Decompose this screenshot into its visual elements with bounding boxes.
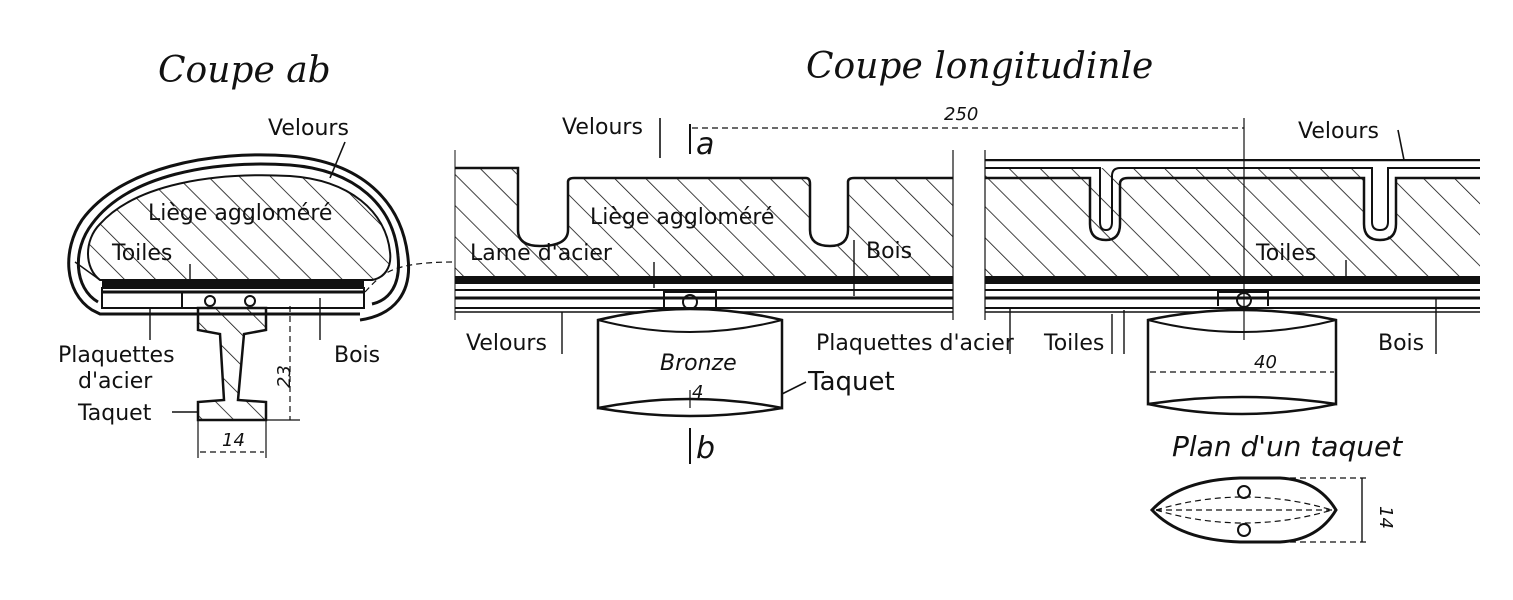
strip-left — [455, 150, 953, 313]
label-plaquettes-mid: Plaquettes d'acier — [816, 331, 1015, 356]
liege-core-left — [87, 174, 392, 281]
rivet-left-1 — [204, 295, 216, 307]
rivet-bronze — [682, 294, 698, 310]
strip-right — [985, 150, 1480, 313]
taquet-right-body — [1146, 308, 1338, 406]
plan-dash-bottom — [1155, 509, 1333, 524]
taquet-profile-left — [196, 306, 268, 422]
taquet-plan-view: Plan d'un taquet 14 — [1149, 430, 1403, 544]
title-plan: Plan d'un taquet — [1172, 430, 1403, 463]
velours-envelope-outline — [67, 153, 411, 322]
longitudinal-section-view: Coupe longitudinle — [454, 46, 1480, 466]
plan-hole-bottom — [1237, 523, 1251, 537]
taquet-bronze-top-curve — [597, 319, 783, 333]
dim-4: 4 — [692, 382, 703, 403]
plan-hole-top — [1237, 485, 1251, 499]
dim-14-left: 14 — [222, 430, 245, 451]
leader-velours-left — [329, 141, 346, 179]
leader-toiles-left — [74, 261, 101, 281]
label-lame: Lame d'acier — [470, 241, 613, 266]
label-taquet-mid: Taquet — [807, 367, 895, 397]
label-velours-mid-top: Velours — [562, 115, 643, 140]
dim-40: 40 — [1254, 352, 1277, 373]
label-section-a: a — [696, 127, 714, 162]
label-toiles-right-bottom: Toiles — [1043, 331, 1104, 356]
taquet-right-top-curve — [1147, 319, 1337, 333]
label-taquet-left: Taquet — [77, 401, 152, 426]
label-liege-mid: Liège aggloméré — [590, 205, 774, 230]
toiles-layer-left — [102, 280, 364, 288]
taquet-right-neck — [1217, 291, 1269, 306]
title-coupe-ab: Coupe ab — [158, 50, 331, 91]
label-velours-mid-bottom: Velours — [466, 331, 547, 356]
label-liege-left: Liège aggloméré — [148, 201, 332, 226]
leader-taquet-mid — [781, 381, 807, 395]
velours-envelope-inner — [77, 162, 400, 306]
dim-23: 23 — [274, 365, 295, 388]
section-ab-view: Coupe ab Velours Liège aggloméré Toiles … — [58, 50, 456, 458]
label-velours-right: Velours — [1298, 119, 1379, 144]
label-bronze: Bronze — [660, 351, 737, 376]
leader-velours-right — [1397, 129, 1405, 161]
taquet-bronze-neck — [663, 291, 717, 308]
label-velours-left: Velours — [268, 116, 349, 141]
plan-dash-top — [1155, 496, 1333, 511]
label-toiles-left: Toiles — [111, 241, 172, 266]
dim-14-plan: 14 — [1375, 506, 1396, 529]
label-bois-left: Bois — [334, 343, 380, 368]
label-bois-mid: Bois — [866, 239, 912, 264]
taquet-right-bottom-curve — [1147, 402, 1337, 416]
label-bois-right: Bois — [1378, 331, 1424, 356]
taquet-bronze-bottom-curve — [597, 406, 783, 418]
taquet-plan-outline — [1149, 476, 1338, 544]
dim-250: 250 — [944, 104, 978, 125]
label-section-b: b — [696, 431, 715, 466]
label-toiles-right-top: Toiles — [1255, 241, 1316, 266]
connector-line — [364, 261, 456, 293]
label-plaquettes-left-1: Plaquettes — [58, 343, 175, 368]
title-coupe-longitudinale: Coupe longitudinle — [806, 46, 1153, 87]
rivet-left-2 — [244, 295, 256, 307]
label-plaquettes-left-2: d'acier — [78, 369, 153, 394]
